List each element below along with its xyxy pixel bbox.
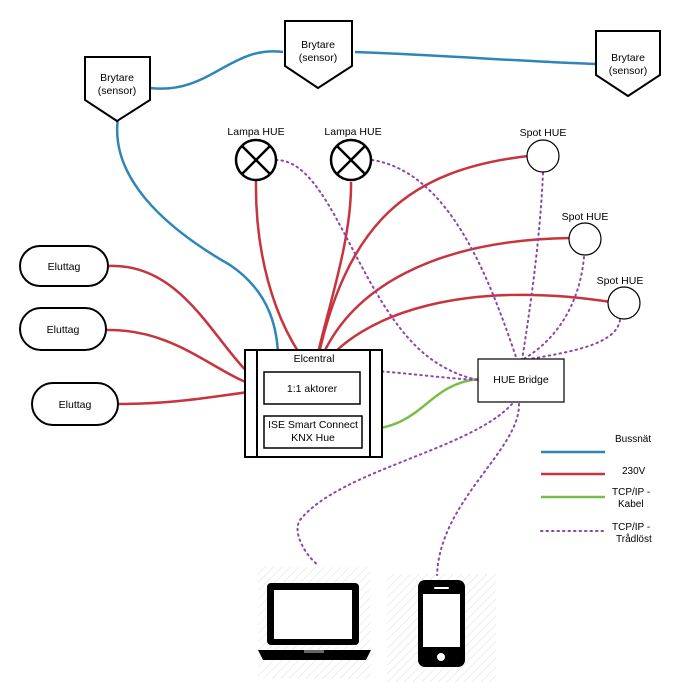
legend-label-wireless-2: Trådlöst <box>616 533 652 545</box>
switch-left-label-2: (sensor) <box>98 85 137 97</box>
bus-wire-mid-right <box>354 50 597 66</box>
power-wire-outlet3 <box>117 388 266 406</box>
outlet2-label: Eluttag <box>47 324 80 336</box>
spot-hue-2: Spot HUE <box>562 211 609 256</box>
wireless-laptop <box>296 403 513 566</box>
lamp-hue-2: Lampa HUE <box>324 126 382 182</box>
switch-left-label-1: Brytare <box>100 72 134 84</box>
wireless-spot1 <box>521 172 544 361</box>
ise-label-1: ISE Smart Connect <box>268 419 358 431</box>
legend-label-wireless-1: TCP/IP - <box>612 522 650 533</box>
spot1-label: Spot HUE <box>520 127 567 139</box>
power-wire-outlet1 <box>107 264 266 388</box>
switch-left: Brytare (sensor) <box>84 56 151 123</box>
wireless-spot3 <box>523 319 621 361</box>
smartphone-icon <box>387 574 496 682</box>
outlet1-label: Eluttag <box>48 261 81 273</box>
legend-label-bus: Bussnät <box>615 434 651 445</box>
spot-hue-1: Spot HUE <box>520 127 567 173</box>
switch-mid-label-2: (sensor) <box>299 52 338 64</box>
legend-label-power: 230V <box>622 466 646 477</box>
wireless-lamp1 <box>275 159 479 381</box>
bus-wire-down-to-actors <box>115 117 280 373</box>
outlet-2: Eluttag <box>19 307 107 351</box>
wireless-lamp2 <box>371 159 518 361</box>
lamp2-label: Lampa HUE <box>324 126 381 138</box>
wireless-phone <box>436 403 521 576</box>
bridge-label: HUE Bridge <box>493 374 549 386</box>
legend-label-cable-1: TCP/IP - <box>612 487 650 498</box>
spot3-label: Spot HUE <box>597 275 644 287</box>
wireless-links <box>275 159 621 576</box>
ise-label-2: KNX Hue <box>291 432 335 444</box>
outlet3-label: Eluttag <box>59 399 92 411</box>
wireless-spot2 <box>521 256 585 361</box>
outlet-3: Eluttag <box>31 382 119 426</box>
switch-right: Brytare (sensor) <box>595 30 661 98</box>
switch-mid-label-1: Brytare <box>301 39 335 51</box>
ise-box <box>263 415 363 449</box>
actors-box <box>263 371 361 405</box>
lamp-hue-1: Lampa HUE <box>227 126 285 182</box>
bus-wire-left-mid <box>149 50 284 90</box>
legend: Bussnät 230V TCP/IP - Kabel TCP/IP - Trå… <box>540 434 652 545</box>
spot2-label: Spot HUE <box>562 211 609 223</box>
switch-mid: Brytare (sensor) <box>284 20 353 90</box>
hue-bridge: HUE Bridge <box>477 358 565 403</box>
power-wire-spot2 <box>314 236 571 373</box>
power-wire-spot1 <box>313 154 529 373</box>
spot-hue-3: Spot HUE <box>597 275 644 320</box>
switch-right-label-1: Brytare <box>611 52 645 64</box>
bus-wires <box>115 50 597 416</box>
elcentral-label: Elcentral <box>294 353 335 365</box>
outlet-1: Eluttag <box>19 245 109 287</box>
elcentral: Elcentral 1:1 aktorer ISE Smart Connect … <box>244 349 383 458</box>
power-wire-outlet2 <box>104 328 266 390</box>
actors-label: 1:1 aktorer <box>287 383 338 395</box>
legend-label-cable-2: Kabel <box>618 499 644 510</box>
laptop-icon <box>258 567 371 679</box>
switch-right-label-2: (sensor) <box>609 65 648 77</box>
lamp1-label: Lampa HUE <box>227 126 284 138</box>
power-wire-lamp1 <box>254 179 314 373</box>
